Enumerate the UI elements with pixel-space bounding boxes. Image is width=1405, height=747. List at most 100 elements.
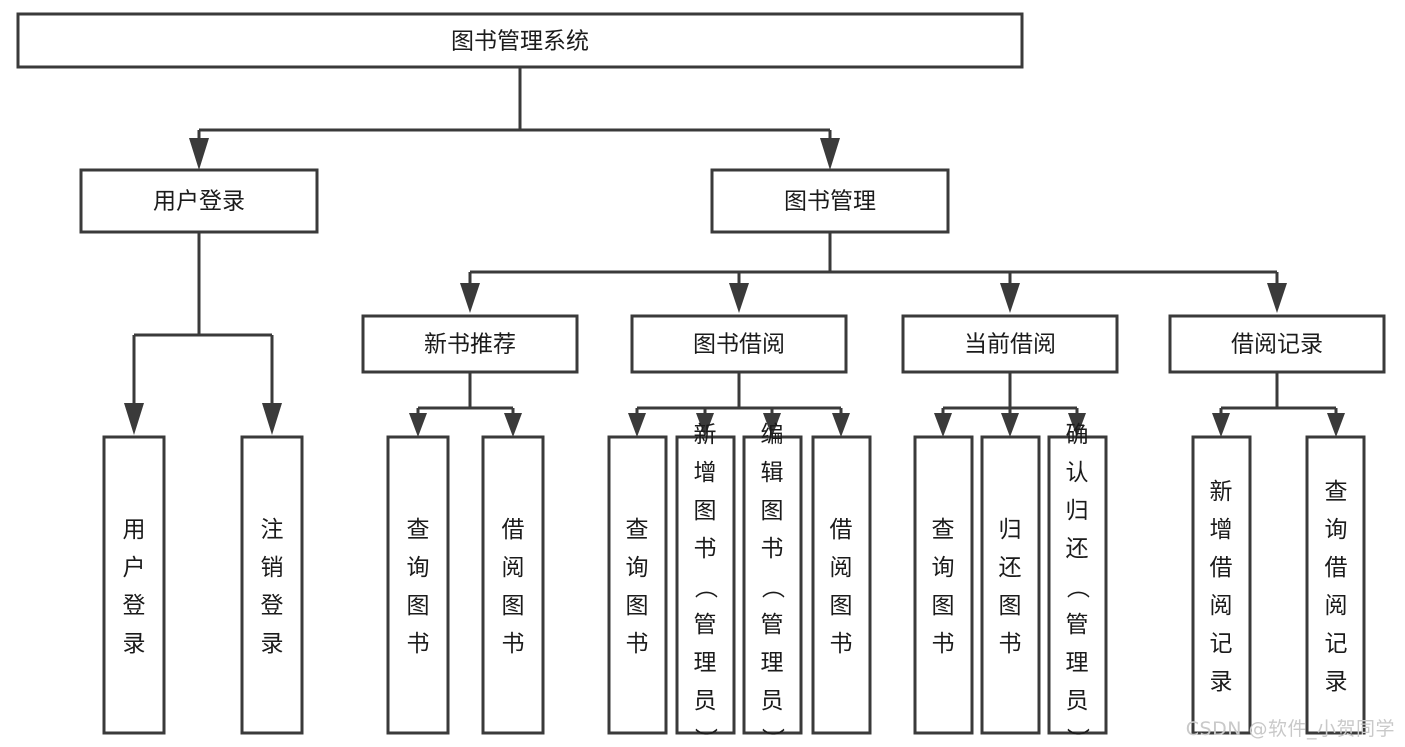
leaf-label-glyph: 户 [123, 555, 146, 581]
arrow-to-newbook-query [409, 413, 427, 437]
node-book-borrow[interactable]: 图书借阅 [630, 314, 848, 374]
leaf-label-glyph: 注 [261, 517, 284, 543]
arrow-to-bookborrow-borrow [832, 413, 850, 437]
leaf-box-currentborrow-return[interactable] [980, 435, 1041, 735]
leaf-label-glyph: 编 [761, 422, 784, 448]
arrow-to-borrowrecord-query [1327, 413, 1345, 437]
arrow-to-bookborrow-edit [763, 413, 781, 437]
leaf-label-glyph: 增 [694, 460, 717, 486]
leaf-label-glyph: 书 [932, 631, 955, 657]
leaf-box-borrowrecord-query[interactable] [1305, 435, 1366, 735]
leaf-label-glyph: 理 [761, 650, 784, 676]
leaf-label-glyph: 增 [1210, 517, 1233, 543]
node-current-borrow-label: 当前借阅 [964, 332, 1056, 358]
leaf-label-glyph: （ [759, 576, 785, 599]
node-new-book[interactable]: 新书推荐 [361, 314, 579, 374]
leaf-label-glyph: 借 [830, 517, 853, 543]
leaf-label-glyph: 书 [407, 631, 430, 657]
leaf-label-glyph: 图 [407, 593, 430, 619]
leaf-label-glyph: 阅 [502, 555, 525, 581]
leaf-label-glyph: 借 [1210, 555, 1233, 581]
node-book-borrow-label: 图书借阅 [693, 332, 785, 358]
leaf-label-glyph: 用 [123, 517, 146, 543]
leaf-box-newbook-query[interactable] [386, 435, 450, 735]
node-book-borrow-box[interactable] [630, 314, 848, 374]
leaf-label-glyph: 询 [1325, 517, 1348, 543]
leaf-box-bookborrow-query[interactable] [607, 435, 668, 735]
leaf-label-glyph: 查 [626, 517, 649, 543]
leaf-box-newbook-borrow[interactable] [481, 435, 545, 735]
leaf-label-glyph: 询 [407, 555, 430, 581]
arrow-to-newbook-borrow [504, 413, 522, 437]
leaf-label-glyph: 图 [830, 593, 853, 619]
leaf-label-glyph: 理 [694, 650, 717, 676]
leaf-label-layer: 用户登录注销登录查询图书借阅图书查询图书新增图书（管理员）编辑图书（管理员）借阅… [123, 422, 1348, 747]
leaf-label-glyph: 阅 [1210, 593, 1233, 619]
leaf-label-glyph: 借 [1325, 555, 1348, 581]
node-new-book-box[interactable] [361, 314, 579, 374]
node-user-login-label: 用户登录 [153, 189, 245, 215]
node-borrow-record-box[interactable] [1168, 314, 1386, 374]
node-borrow-record-label: 借阅记录 [1231, 332, 1323, 358]
arrow-to-leaf-logout [262, 403, 282, 435]
leaf-label-glyph: 书 [626, 631, 649, 657]
leaf-box-bookborrow-edit[interactable] [742, 435, 803, 735]
arrow-to-user-login [189, 138, 209, 170]
leaf-box-bookborrow-borrow[interactable] [811, 435, 872, 735]
leaf-label-glyph: 管 [1066, 612, 1089, 638]
node-book-manage[interactable]: 图书管理 [710, 168, 950, 234]
node-borrow-record[interactable]: 借阅记录 [1168, 314, 1386, 374]
arrow-to-borrowrecord-add [1212, 413, 1230, 437]
arrow-to-bookborrow-query [628, 413, 646, 437]
leaf-box-logout[interactable] [240, 435, 304, 735]
leaf-box-borrowrecord-add[interactable] [1191, 435, 1252, 735]
leaf-box-bookborrow-add[interactable] [675, 435, 736, 735]
leaf-label-glyph: 查 [407, 517, 430, 543]
leaf-label-glyph: 图 [694, 498, 717, 524]
leaf-label-glyph: 录 [1210, 669, 1233, 695]
leaf-label-glyph: 书 [694, 536, 717, 562]
node-user-login-box[interactable] [79, 168, 319, 234]
leaf-label-glyph: （ [1064, 576, 1090, 599]
leaf-label-glyph: 销 [261, 555, 284, 581]
leaf-label-glyph: ） [759, 728, 785, 747]
leaf-box-user-login[interactable] [102, 435, 166, 735]
leaf-label-glyph: 图 [626, 593, 649, 619]
arrow-to-book-borrow [729, 283, 749, 313]
arrow-to-currentborrow-return [1001, 413, 1019, 437]
leaf-label-glyph: 还 [1066, 536, 1089, 562]
node-current-borrow[interactable]: 当前借阅 [901, 314, 1119, 374]
node-root-box[interactable] [16, 12, 1024, 69]
leaf-label-glyph: 登 [123, 593, 146, 619]
leaf-label-glyph: 管 [694, 612, 717, 638]
arrow-to-current-borrow [1000, 283, 1020, 313]
node-current-borrow-box[interactable] [901, 314, 1119, 374]
leaf-label-glyph: 询 [626, 555, 649, 581]
leaf-label-user-login: 用户登录 [123, 517, 146, 657]
leaf-label-glyph: 询 [932, 555, 955, 581]
node-book-manage-box[interactable] [710, 168, 950, 234]
leaf-label-glyph: 阅 [1325, 593, 1348, 619]
leaf-label-glyph: 认 [1066, 460, 1089, 486]
arrow-to-currentborrow-query [934, 413, 952, 437]
leaf-label-glyph: 归 [1066, 498, 1089, 524]
node-user-login[interactable]: 用户登录 [79, 168, 319, 234]
leaf-label-glyph: 图 [502, 593, 525, 619]
node-root[interactable]: 图书管理系统 [16, 12, 1024, 69]
connector-layer [124, 67, 1345, 437]
leaf-layer [102, 435, 1366, 735]
arrow-to-leaf-user-login [124, 403, 144, 435]
leaf-box-currentborrow-confirm[interactable] [1047, 435, 1108, 735]
leaf-label-glyph: 图 [932, 593, 955, 619]
leaf-label-glyph: 图 [999, 593, 1022, 619]
leaf-label-glyph: 录 [123, 631, 146, 657]
node-root-label: 图书管理系统 [451, 29, 589, 55]
leaf-box-currentborrow-query[interactable] [913, 435, 974, 735]
leaf-label-glyph: 图 [761, 498, 784, 524]
